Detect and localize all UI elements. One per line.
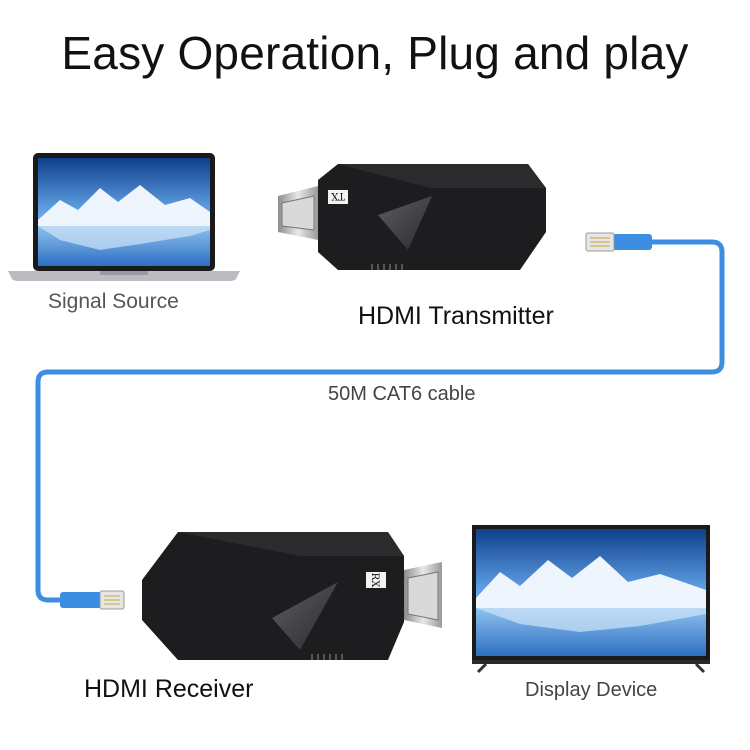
hdmi-receiver-device: RX (142, 532, 442, 660)
tx-badge-text: TX (330, 190, 345, 201)
display-device-image (472, 525, 710, 674)
hdmi-transmitter-device: TX (278, 164, 546, 270)
cable-label: 50M CAT6 cable (328, 383, 476, 405)
cat6-cable (35, 239, 725, 603)
transmitter-label: HDMI Transmitter (358, 302, 554, 330)
display-label: Display Device (525, 679, 658, 701)
rx-badge-text: RX (369, 573, 380, 589)
page-title: Easy Operation, Plug and play (61, 27, 689, 79)
laptop-image (8, 153, 240, 281)
tx-badge: TX (330, 190, 345, 201)
rj45-connector-bottom (60, 590, 125, 610)
rj45-connector-top (585, 232, 652, 252)
signal-source-label: Signal Source (48, 290, 179, 313)
receiver-label: HDMI Receiver (84, 675, 254, 703)
